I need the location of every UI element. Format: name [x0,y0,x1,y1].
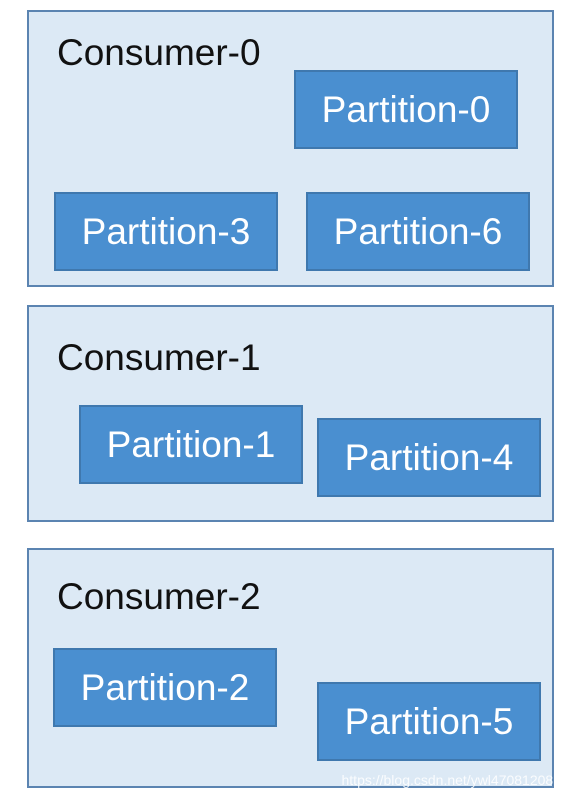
consumer-0-group: Consumer-0 Partition-0 Partition-3 Parti… [27,10,554,287]
partition-2-box: Partition-2 [53,648,277,727]
watermark-url: https://blog.csdn.net/ywl470812087 [341,772,562,788]
partition-6-box: Partition-6 [306,192,530,271]
consumer-2-group: Consumer-2 Partition-2 Partition-5 [27,548,554,788]
consumer-2-title: Consumer-2 [57,576,261,617]
partition-4-box: Partition-4 [317,418,541,497]
partition-0-box: Partition-0 [294,70,518,149]
partition-3-box: Partition-3 [54,192,278,271]
partition-5-box: Partition-5 [317,682,541,761]
partition-1-box: Partition-1 [79,405,303,484]
consumer-1-title: Consumer-1 [57,337,261,378]
consumer-0-title: Consumer-0 [57,32,261,73]
consumer-1-group: Consumer-1 Partition-1 Partition-4 [27,305,554,522]
